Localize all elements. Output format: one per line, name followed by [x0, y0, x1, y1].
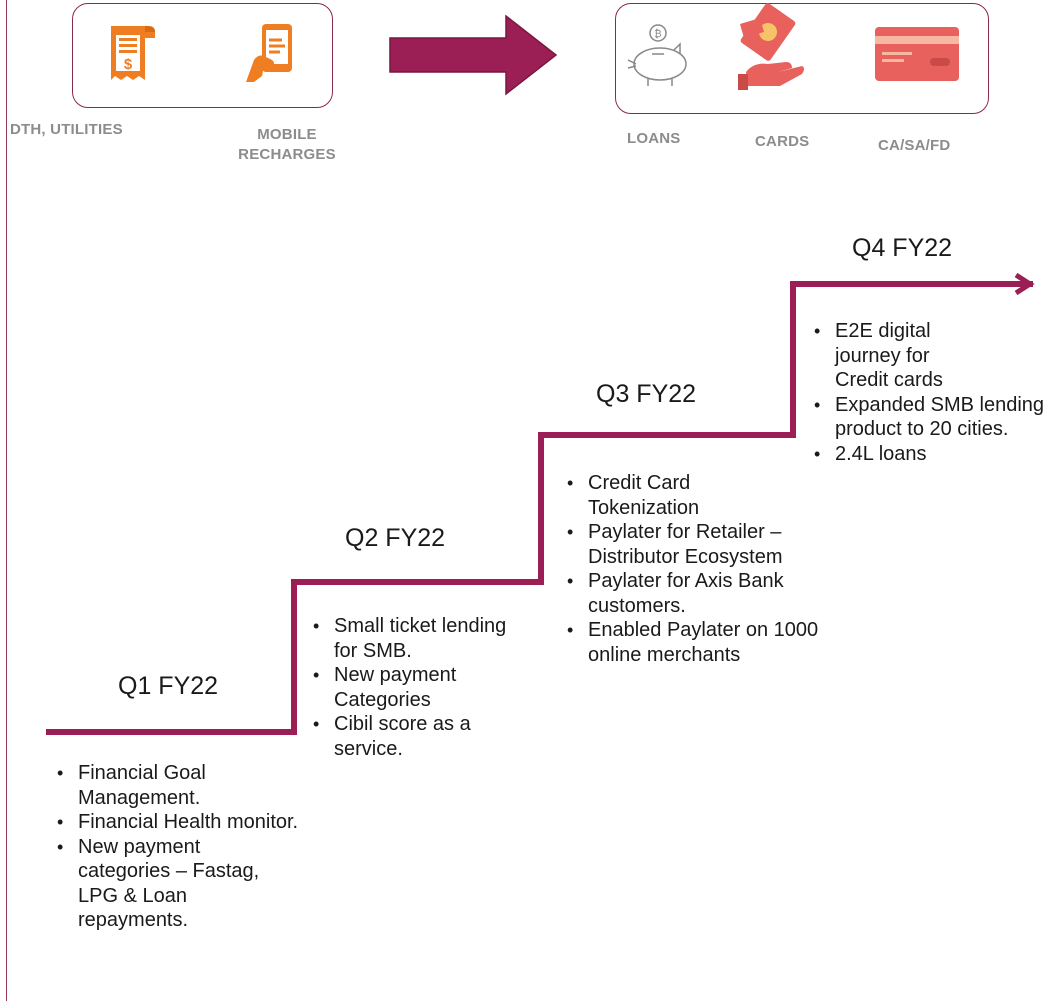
list-item: Expanded SMB lending product to 20 citie…	[809, 393, 1045, 442]
q2-list: Small ticket lending for SMB. New paymen…	[308, 614, 513, 761]
left-border-line	[6, 0, 7, 1001]
q4-list: E2E digital journey for Credit cards Exp…	[809, 319, 1044, 467]
piggy-bank-icon: ₿	[627, 24, 687, 86]
accounts-caption: CA/SA/FD	[878, 137, 951, 154]
cards-caption: CARDS	[755, 133, 810, 150]
q3-title: Q3 FY22	[596, 380, 697, 408]
list-item: Financial Goal Management.	[52, 761, 314, 810]
svg-text:$: $	[124, 56, 133, 73]
list-item: Cibil score as a service.	[308, 712, 509, 761]
q1-title: Q1 FY22	[118, 672, 219, 700]
arrow-right-icon	[389, 14, 558, 96]
list-item: E2E digital journey for Credit cards	[809, 319, 965, 393]
credit-card-icon	[875, 27, 959, 81]
utilities-caption: DTH, UTILITIES	[10, 121, 123, 138]
bill-icon: $	[111, 26, 155, 80]
q1-list: Financial Goal Management. Financial Hea…	[52, 761, 314, 933]
list-item: Financial Health monitor.	[52, 810, 314, 835]
list-item: New payment categories – Fastag, LPG & L…	[52, 835, 292, 933]
svg-text:₿: ₿	[654, 28, 661, 40]
loans-caption: LOANS	[627, 130, 681, 147]
list-item: Enabled Paylater on 1000 online merchant…	[562, 618, 828, 667]
list-item: Paylater for Retailer – Distributor Ecos…	[562, 520, 832, 569]
list-item: Small ticket lending for SMB.	[308, 614, 513, 663]
q4-title: Q4 FY22	[852, 234, 953, 262]
list-item: Credit Card Tokenization	[562, 471, 758, 520]
cash-hand-icon	[738, 3, 804, 90]
mobile-payment-icon	[246, 24, 292, 82]
list-item: New payment Categories	[308, 663, 509, 712]
q3-list: Credit Card Tokenization Paylater for Re…	[562, 471, 832, 667]
mobile-recharges-caption: MOBILE RECHARGES	[238, 126, 336, 163]
list-item: Paylater for Axis Bank customers.	[562, 569, 802, 618]
q2-title: Q2 FY22	[345, 524, 446, 552]
list-item: 2.4L loans	[809, 442, 1033, 467]
